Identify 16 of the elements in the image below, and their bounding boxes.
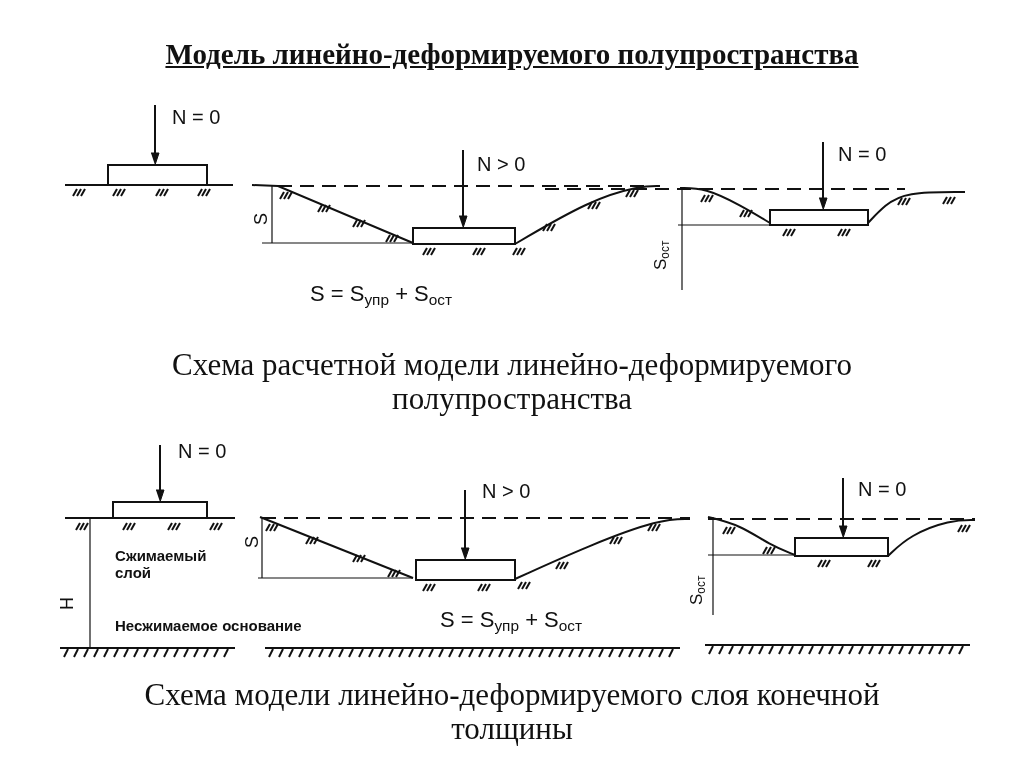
- layer-label: Сжимаемый слой: [115, 548, 208, 581]
- dimension-label: S: [243, 536, 263, 548]
- force-label: N > 0: [482, 480, 531, 502]
- force-label: N = 0: [838, 143, 887, 165]
- force-label: N = 0: [858, 478, 907, 500]
- force-label: N = 0: [178, 440, 227, 462]
- dimension-label: H: [58, 597, 78, 610]
- force-label: N = 0: [172, 106, 221, 128]
- caption: Схема расчетной модели линейно-деформируемого полупространства: [171, 348, 853, 417]
- settlement-formula: S = S$_{упр}$ + S$_{ост}$: [440, 608, 583, 635]
- dimension-label: S: [252, 213, 272, 225]
- settlement-formula: S = S$_{упр}$ + S$_{ост}$: [310, 282, 453, 309]
- force-label: N > 0: [477, 153, 526, 175]
- title: Модель линейно-деформируемого полупространства: [164, 38, 860, 71]
- layer-label: Несжимаемое основание: [115, 618, 302, 635]
- caption: Схема модели линейно-деформируемого слоя конечной толщины: [143, 678, 881, 747]
